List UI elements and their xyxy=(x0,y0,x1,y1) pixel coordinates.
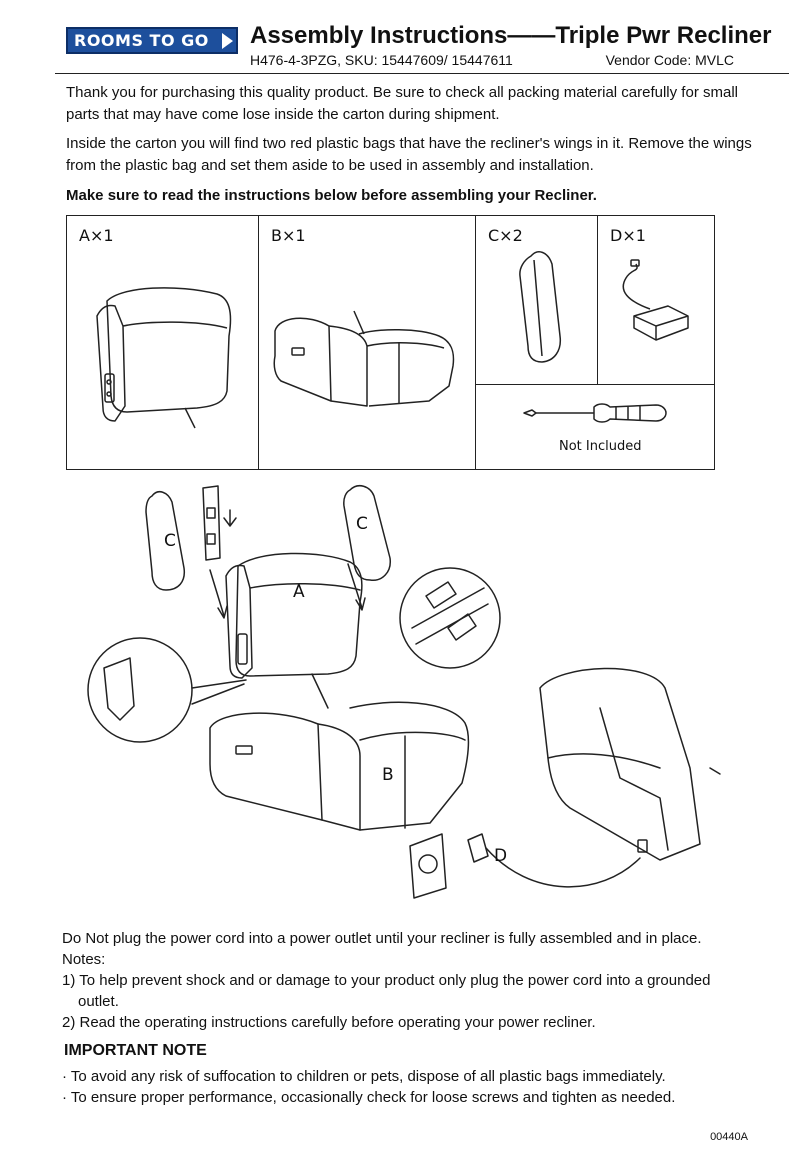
screwdriver-icon xyxy=(523,403,667,423)
logo-text: ROOMS TO GO xyxy=(74,31,209,50)
model-sku: H476-4-3PZG, SKU: 15447609/ 15447611 xyxy=(250,52,513,68)
part-cell-a: A×1 xyxy=(67,216,259,469)
seat-base-illustration xyxy=(273,310,455,407)
diagram-label-b: B xyxy=(382,765,394,785)
part-label-a: A×1 xyxy=(79,226,114,245)
seat-base-b-shape xyxy=(209,712,323,821)
wall-outlet xyxy=(409,833,447,899)
part-label-b: B×1 xyxy=(271,226,306,245)
page-title: Assembly Instructions——Triple Pwr Reclin… xyxy=(250,22,772,49)
adapter-d xyxy=(467,833,489,863)
tool-cell: Not Included xyxy=(476,385,714,469)
note-1: 1) To help prevent shock and or damage t… xyxy=(62,972,711,989)
parts-table: A×1 B×1 C×2 xyxy=(66,215,715,470)
backrest-a-shape xyxy=(235,552,363,677)
intro-paragraph-2: Inside the carton you will find two red … xyxy=(66,135,752,174)
part-label-d: D×1 xyxy=(610,226,646,245)
part-cell-c: C×2 xyxy=(476,216,598,385)
wing-right-shape xyxy=(343,485,391,581)
power-warning: Do Not plug the power cord into a power … xyxy=(62,930,702,947)
part-cell-b: B×1 xyxy=(259,216,476,469)
diagram-label-d: D xyxy=(494,846,508,866)
zoom-detail-connector xyxy=(399,567,501,669)
tool-note: Not Included xyxy=(559,439,642,454)
notes-heading: Notes: xyxy=(62,951,106,968)
note-1-continued: outlet. xyxy=(78,993,119,1010)
rail-bracket xyxy=(202,485,221,561)
power-adapter-illustration xyxy=(622,259,689,341)
important-heading: IMPORTANT NOTE xyxy=(64,1042,207,1059)
important-bullet-1: · To avoid any risk of suffocation to ch… xyxy=(62,1068,666,1085)
assembled-recliner xyxy=(539,667,701,861)
logo-arrow-icon xyxy=(222,33,233,49)
assembly-illustration xyxy=(87,485,721,899)
important-list: · To avoid any risk of suffocation to ch… xyxy=(62,1066,675,1108)
part-cell-d: D×1 xyxy=(598,216,714,385)
model-line: H476-4-3PZG, SKU: 15447609/ 15447611 Ven… xyxy=(250,52,734,68)
zoom-detail-left xyxy=(87,637,193,743)
notes-section: Do Not plug the power cord into a power … xyxy=(62,928,762,1033)
header-divider xyxy=(55,73,789,74)
wing-left-shape xyxy=(145,491,186,591)
backrest-illustration xyxy=(96,287,232,429)
intro-warning: Make sure to read the instructions below… xyxy=(66,187,597,204)
important-bullet-2: · To ensure proper performance, occasion… xyxy=(62,1089,676,1106)
wing-illustration xyxy=(519,251,562,363)
diagram-label-a: A xyxy=(293,582,305,602)
assembly-diagram: C C A B D xyxy=(60,478,760,899)
diagram-label-c-left: C xyxy=(164,531,176,551)
vendor-code: Vendor Code: MVLC xyxy=(605,52,734,68)
note-2: 2) Read the operating instructions caref… xyxy=(62,1014,596,1031)
part-label-c: C×2 xyxy=(488,226,523,245)
brand-logo: ROOMS TO GO xyxy=(66,27,238,54)
intro-paragraph-1: Thank you for purchasing this quality pr… xyxy=(66,84,738,123)
diagram-label-c-right: C xyxy=(356,514,368,534)
document-code: 00440A xyxy=(710,1131,748,1143)
